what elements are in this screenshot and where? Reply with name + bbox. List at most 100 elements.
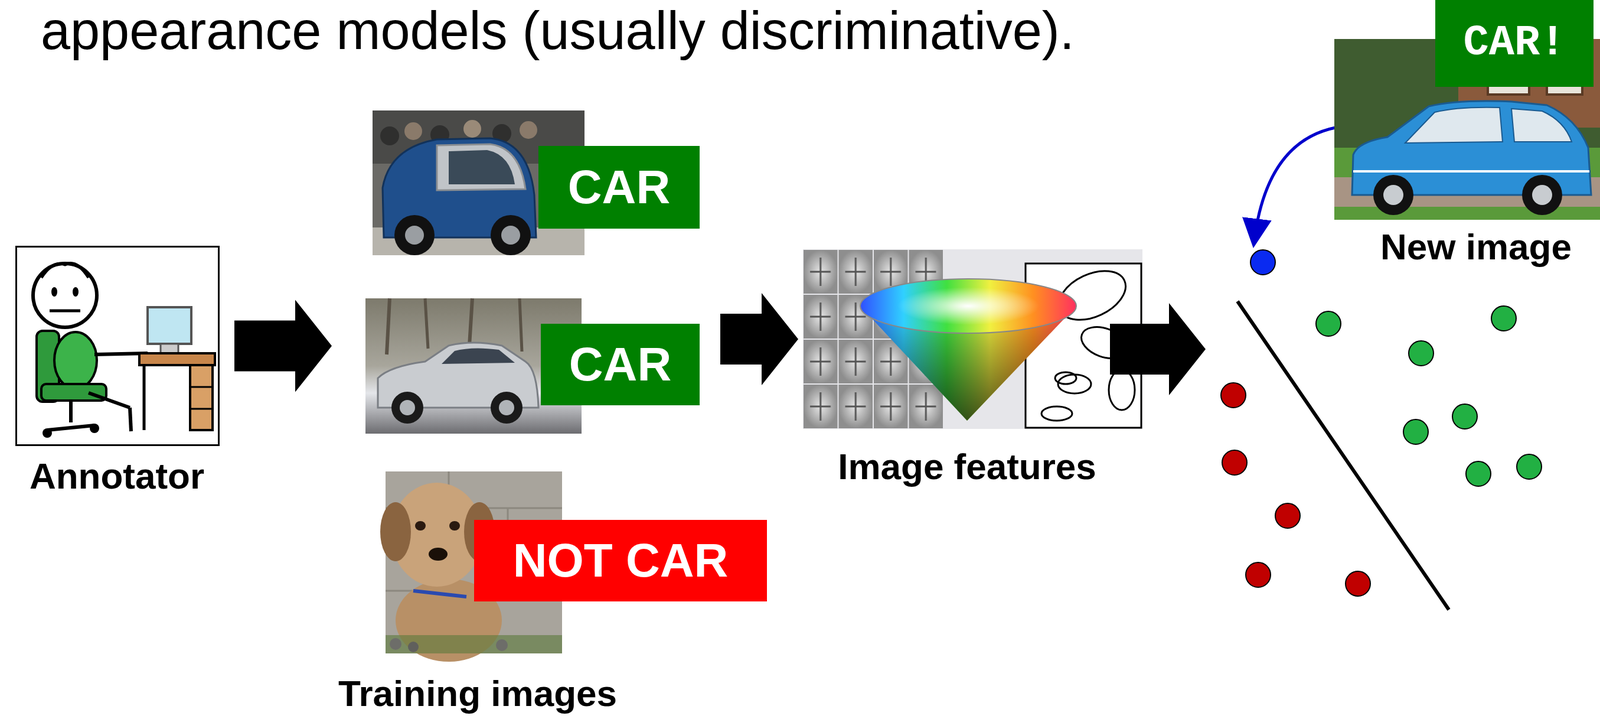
classifier-plot — [1237, 301, 1449, 610]
dog-photo — [385, 634, 563, 653]
annotator-figure — [54, 331, 97, 389]
classifier-plot — [1220, 382, 1371, 596]
annotator-box: Annotator — [15, 245, 220, 446]
annotator-figure — [42, 428, 52, 438]
class-tag: NOT CAR — [474, 519, 767, 602]
car-photo — [380, 126, 400, 146]
dog-photo — [413, 590, 467, 597]
slide-heading: appearance models (usually discriminativ… — [40, 1, 1075, 61]
annotator-figure — [47, 425, 95, 430]
annotator-figure — [15, 245, 220, 446]
feature-illustration — [1041, 406, 1073, 421]
car-photo — [490, 214, 531, 256]
dog-photo — [449, 520, 460, 531]
annotator-figure — [49, 309, 81, 313]
feature-illustration — [1055, 371, 1077, 384]
car-photo — [399, 399, 416, 416]
tag-text: CAR — [569, 338, 672, 391]
classifier-plot — [1345, 570, 1371, 596]
car-photo — [448, 149, 515, 185]
dog-photo — [428, 547, 448, 561]
classifier-plot — [1316, 305, 1542, 486]
tag-text: NOT CAR — [513, 534, 728, 587]
feature-illustration — [897, 286, 1040, 325]
feature-illustration — [802, 249, 1143, 429]
car-photo — [1373, 174, 1414, 215]
caption-label: Training images — [338, 673, 617, 714]
classifier-plot — [1222, 449, 1247, 475]
annotator-figure — [41, 263, 89, 278]
classifier-plot — [1403, 419, 1429, 444]
class-tag: CAR — [540, 323, 700, 406]
car-photo — [1405, 107, 1503, 143]
annotator-figure — [190, 386, 213, 388]
tag-text: CAR — [567, 161, 671, 214]
car-photo — [1511, 108, 1572, 142]
car-photo — [391, 391, 424, 424]
training-images: Training imagesCARCARNOT CAR — [365, 110, 703, 653]
annotator-figure — [129, 407, 132, 431]
car-photo — [425, 298, 429, 349]
block-arrow — [234, 299, 332, 393]
car-photo — [1353, 170, 1590, 173]
classifier-plot — [1408, 340, 1434, 366]
car-photo — [436, 144, 526, 191]
feature-illustration — [802, 249, 1143, 429]
car-photo — [441, 347, 515, 364]
car-photo — [1522, 174, 1563, 215]
car-photo — [469, 298, 473, 346]
tag-text: CAR! — [1463, 20, 1566, 67]
caption-label: Annotator — [29, 455, 205, 496]
classifier-plot — [1250, 249, 1276, 275]
annotator-figure — [139, 353, 215, 365]
dog-photo — [380, 501, 411, 561]
feature-illustration — [1108, 369, 1135, 410]
annotator-figure — [69, 400, 73, 423]
annotator-figure — [41, 383, 107, 401]
annotator-figure — [190, 364, 213, 430]
car-photo — [501, 225, 521, 245]
new-image: New imageCAR! — [1334, 38, 1600, 220]
car-photo — [404, 122, 423, 140]
classifier-plot — [1245, 562, 1271, 587]
car-photo — [1383, 184, 1404, 205]
feature-illustration — [860, 278, 1077, 333]
annotator-figure — [88, 392, 130, 408]
classifier-plot — [1465, 461, 1491, 486]
classifier-plot — [1254, 127, 1336, 243]
classifier-plot — [1452, 403, 1478, 429]
annotator-figure — [160, 343, 179, 354]
car-photo — [519, 121, 538, 139]
annotator-figure — [15, 245, 220, 446]
car-photo — [519, 298, 522, 352]
block-arrow — [1109, 302, 1206, 395]
caption-label: Image features — [837, 446, 1097, 487]
car-photo — [490, 391, 523, 424]
class-tag: CAR — [538, 145, 700, 229]
classifier-plot — [1516, 454, 1542, 479]
car-photo — [498, 399, 515, 416]
prediction-tag: CAR! — [1435, 0, 1594, 87]
annotator-figure — [142, 364, 146, 430]
classifier-plot — [1316, 311, 1341, 336]
annotator-figure — [89, 423, 100, 433]
classifier-plot — [1491, 305, 1517, 331]
annotator-figure — [51, 286, 58, 297]
image-features: Image features — [802, 249, 1143, 429]
classifier-plot — [1275, 503, 1301, 528]
car-photo — [463, 119, 482, 138]
car-photo — [386, 298, 390, 355]
classifier-plot — [1220, 382, 1246, 408]
annotator-figure — [190, 407, 213, 410]
caption-label: New image — [1380, 226, 1572, 267]
annotator-figure — [33, 263, 97, 328]
block-arrow — [720, 292, 799, 385]
car-photo — [394, 214, 435, 256]
dog-photo — [415, 520, 426, 531]
car-photo — [1532, 184, 1553, 205]
annotator-figure — [72, 286, 79, 297]
annotator-figure — [147, 307, 192, 344]
car-photo — [405, 225, 424, 245]
